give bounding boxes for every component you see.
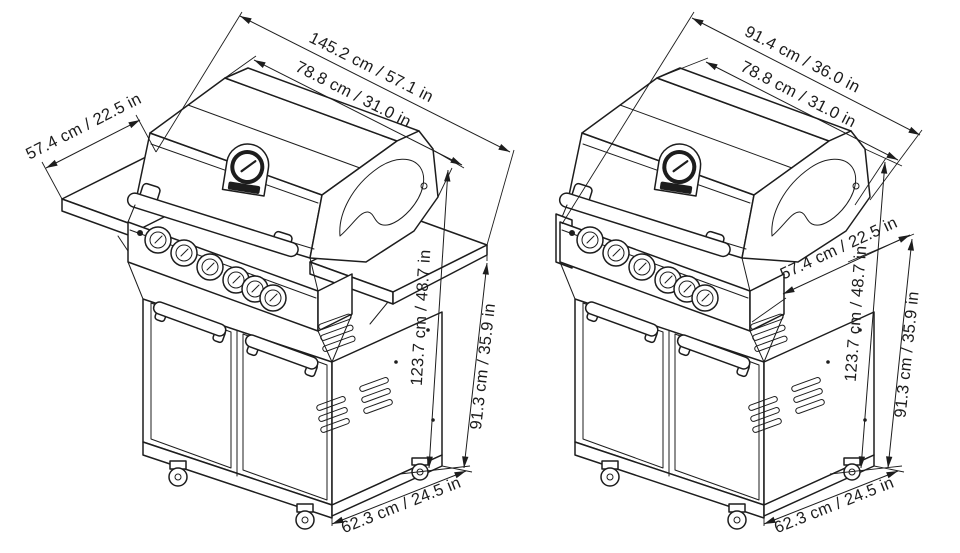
side-vents [316, 313, 393, 433]
burner-knob [144, 226, 172, 254]
door-handle [584, 301, 659, 344]
burner-knob [259, 284, 287, 312]
door-handle [244, 334, 319, 378]
door-handle [676, 334, 751, 378]
thermometer-icon [653, 143, 702, 197]
burner-knob [602, 239, 630, 267]
burner-knob [691, 284, 719, 312]
caster-wheel [411, 457, 429, 481]
dim-working-height: 91.3 cm / 35.9 in [462, 247, 499, 469]
grill-view-with-shelves: 145.2 cm / 57.1 in 78.8 cm / 31.0 in 57.… [23, 11, 515, 537]
burner-knob [628, 253, 656, 281]
hood-handle [126, 182, 299, 258]
side-vents [748, 313, 825, 433]
caster-wheel [600, 460, 620, 487]
caster-wheel [295, 503, 315, 530]
igniter-button [137, 230, 143, 236]
igniter-button [569, 230, 575, 236]
grill-view-without-shelves: 91.4 cm / 36.0 in 78.8 cm / 31.0 in 57.4… [555, 11, 923, 537]
burner-knob [170, 239, 198, 267]
burner-knobs [576, 226, 719, 312]
cart [142, 298, 443, 530]
caster-wheel [727, 503, 747, 530]
dim-working-height-label: 91.3 cm / 35.9 in [891, 290, 922, 418]
caster-wheel [843, 457, 861, 481]
dim-working-height-label: 91.3 cm / 35.9 in [467, 302, 499, 430]
caster-wheel [168, 460, 188, 487]
burner-knob [576, 226, 604, 254]
cart [574, 298, 875, 530]
dim-working-height: 91.3 cm / 35.9 in [886, 238, 923, 469]
burner-knob [196, 253, 224, 281]
hood [134, 67, 439, 263]
door-handle [152, 301, 227, 344]
burner-knobs [144, 226, 287, 312]
hood-handle [558, 182, 731, 258]
